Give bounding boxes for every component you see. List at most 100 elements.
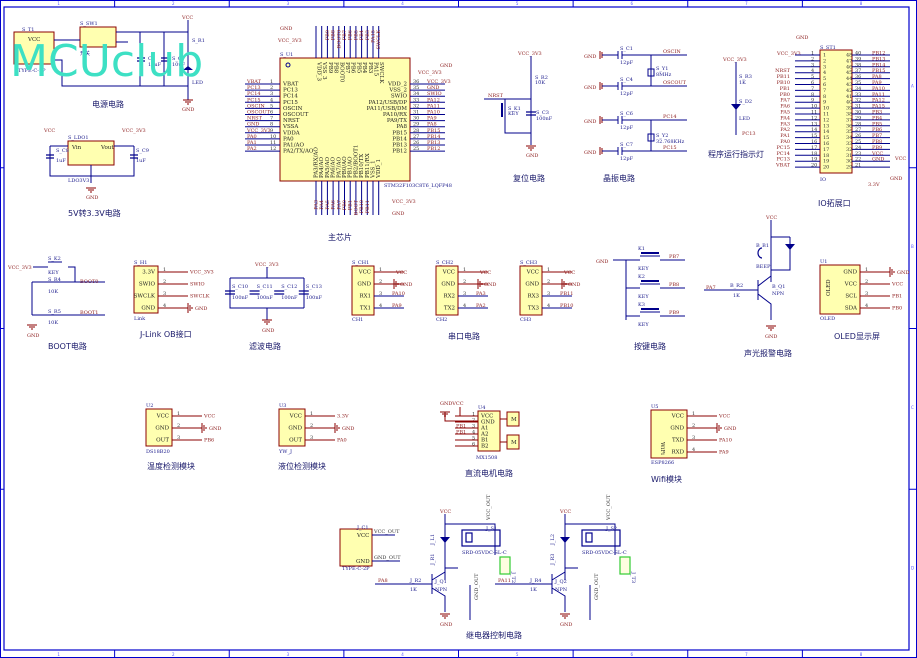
- wifi-net: VCC: [718, 414, 730, 420]
- mcu-pin-name: PC15: [283, 100, 298, 106]
- relay-r2-value: 1K: [410, 587, 417, 593]
- serial-pin-number: 2: [547, 279, 550, 285]
- mcu-pin-number: 25: [413, 146, 419, 152]
- io-pin-inner: 35: [846, 129, 852, 135]
- io-pin-inner: 40: [846, 100, 852, 106]
- io-net-left: PA3: [780, 121, 790, 127]
- serial-net: GND: [568, 282, 580, 288]
- io-net-left: PB11: [777, 74, 790, 80]
- runled-r-ref: S_R3: [739, 74, 752, 80]
- jlink-pin-name: SWIO: [139, 282, 156, 288]
- io-pin-number: 14: [811, 127, 817, 133]
- relay-net: PA11: [498, 578, 511, 584]
- jlink-net: SWCLK: [190, 294, 210, 300]
- oled-part: OLED: [820, 316, 835, 322]
- mcu-bottom-vcc33: VCC_3V3: [391, 199, 416, 205]
- wifi-pin-name: TXD: [672, 438, 685, 444]
- level-pin-name: VCC: [289, 414, 302, 420]
- io-net-right: PA8: [872, 74, 882, 80]
- relay-icon: [461, 529, 501, 547]
- reset-r-value: 10K: [535, 80, 545, 86]
- temp-net: PB6: [204, 438, 214, 444]
- mcu-pin-number: 33: [413, 97, 419, 103]
- mcu-pin-name: PB14: [392, 136, 407, 142]
- level-pin-number: 1: [310, 411, 313, 417]
- zone-label-top: 4: [401, 1, 404, 6]
- zone-label-top: 6: [630, 1, 633, 6]
- motor-pin-name: A2: [480, 432, 488, 438]
- runled-caption: 程序运行指示灯: [708, 149, 764, 159]
- io-net-right: GND: [872, 157, 884, 163]
- io-pin-number: 2: [811, 56, 814, 62]
- crystal-circuit: GNDS_C112pFOSCINGNDS_C412pFOSCOUTGNDS_C6…: [584, 46, 687, 183]
- mcu-pin-name: PB10/TX: [359, 154, 365, 178]
- serial-net: PA9: [392, 303, 402, 309]
- level-ref: U3: [279, 403, 286, 409]
- serial-net: VCC: [395, 270, 407, 276]
- mcu-net-label: PA8: [427, 122, 437, 128]
- serial-caption: 串口电路: [448, 331, 480, 341]
- crystal-cap-value: 12pF: [620, 91, 634, 97]
- mcu-net-label: PA3: [314, 200, 320, 210]
- mcu-pin-name: PB8: [333, 62, 339, 74]
- mcu-pin-name: PA6/AO: [331, 157, 337, 178]
- mcu-pin-name: SWIO: [391, 94, 408, 100]
- wifi-pin-name: VCC: [671, 414, 684, 420]
- zone-label-right: A: [911, 83, 914, 88]
- boot-key-label: KEY: [48, 270, 59, 276]
- crystal-gnd: GND: [584, 85, 596, 91]
- mcu-pin-number: 26: [413, 140, 419, 146]
- mcu-pin-name: PA1/AO: [283, 143, 304, 149]
- reset-gnd: GND: [526, 153, 538, 159]
- serial-ref: S_CH3: [520, 260, 537, 266]
- mcu-net-label: PB4: [359, 30, 365, 40]
- crystal-net: OSCIN: [663, 49, 681, 55]
- serial-part: CH1: [352, 317, 363, 323]
- relay-typec-part: TYPE-C-2P: [342, 566, 370, 572]
- jlink-pin-name: 3.3V: [142, 270, 156, 276]
- ldo-gnd: GND: [86, 195, 98, 201]
- motor-pin-name: B1: [481, 438, 489, 444]
- filter-cap-ref: S_C12: [281, 284, 297, 290]
- key-ref: K2: [638, 274, 645, 280]
- io-net-left: VBAT: [775, 163, 791, 169]
- c-value: 10uF: [172, 62, 186, 68]
- wifi-chip: [650, 409, 688, 459]
- io-pin-inner: 5: [823, 76, 826, 82]
- serial-net: PB10: [560, 303, 573, 309]
- io-net-right: PB6: [872, 127, 882, 133]
- zone-label-bottom: 3: [287, 652, 290, 657]
- motor-pin-number: 4: [472, 430, 475, 436]
- motor-pin-number: 1: [472, 412, 475, 418]
- level-net: 3.3V: [337, 414, 349, 420]
- serial-pin-number: 4: [547, 303, 550, 309]
- relay-output-connector: [619, 556, 631, 575]
- mcu-pin-name: VDD_1: [376, 159, 382, 179]
- r4-ref: S_R4: [48, 277, 61, 283]
- wifi-net: GND: [724, 426, 736, 432]
- jlink-header: [133, 265, 159, 314]
- relay-net: PA8: [378, 578, 388, 584]
- power-switch: [79, 26, 117, 48]
- mcu-pin-name: VSS_2: [388, 88, 407, 94]
- mcu-net-label: PA4: [319, 200, 325, 210]
- level-part: YW_J: [278, 449, 292, 455]
- io-net-right: PA12: [872, 98, 885, 104]
- zone-label-top: 1: [57, 1, 60, 6]
- jlink-net: SWIO: [190, 282, 205, 288]
- io-vcc33: VCC_3V3: [776, 51, 801, 57]
- mcu-net-label: VCC_3V3: [426, 79, 451, 85]
- mcu-net-label: GND: [247, 122, 259, 128]
- reset-key-ref: S_K1: [508, 106, 521, 112]
- switch-ref: S_SW1: [80, 21, 98, 27]
- mcu-pin-number: 9: [270, 128, 273, 134]
- zone-label-right: C: [911, 405, 914, 410]
- boot-vcc33: VCC_3V3: [7, 265, 32, 271]
- alarm-r2-value: 1K: [733, 293, 740, 299]
- temp-part: DS18B20: [146, 449, 170, 455]
- relay-r1-ref: J_R3: [550, 554, 556, 566]
